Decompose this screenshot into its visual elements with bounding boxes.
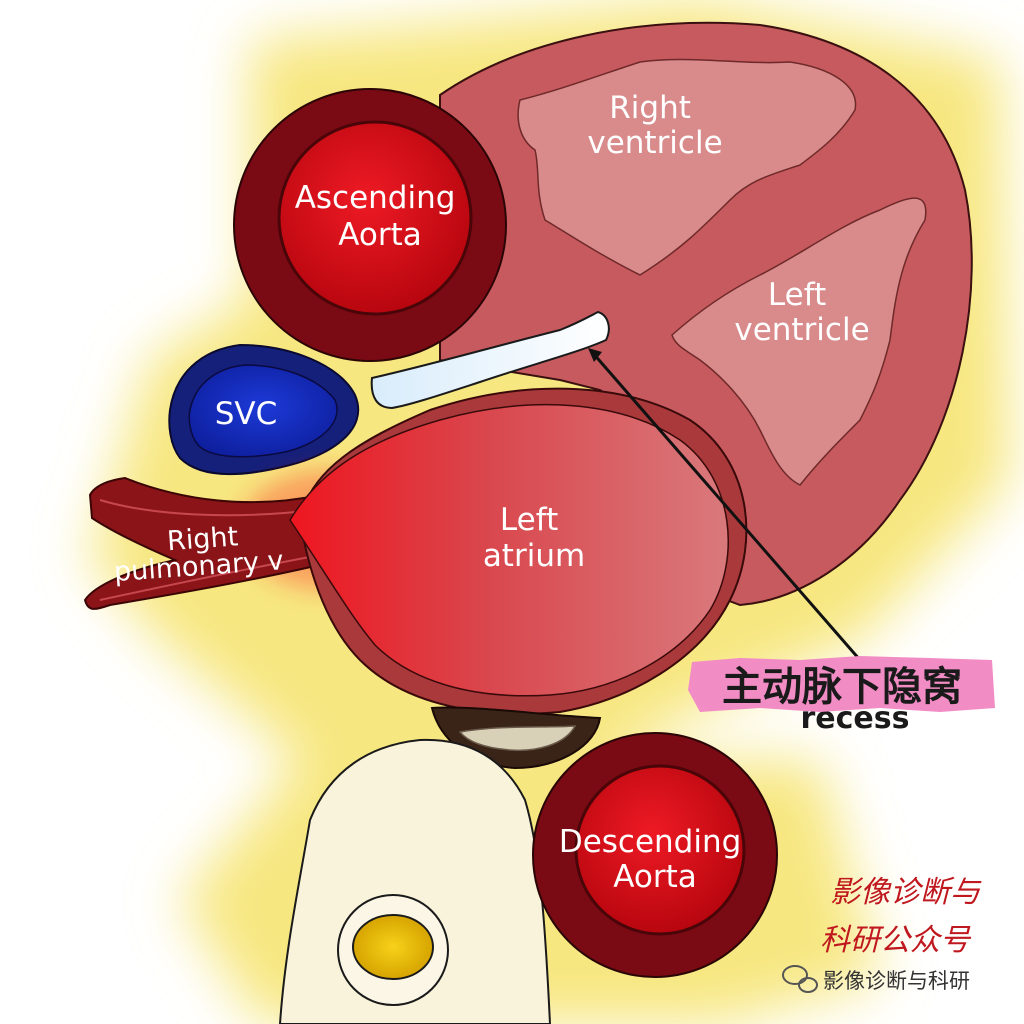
label-svc: SVC xyxy=(215,396,278,432)
callout-badge: 主动脉下隐窝 xyxy=(688,656,995,712)
watermark-account-name: 影像诊断与科研 xyxy=(823,969,970,993)
label-subaortic-recess-zh: 主动脉下隐窝 xyxy=(722,664,962,710)
watermark-line1: 影像诊断与 xyxy=(830,875,982,910)
watermark-line2: 科研公众号 xyxy=(820,923,972,958)
